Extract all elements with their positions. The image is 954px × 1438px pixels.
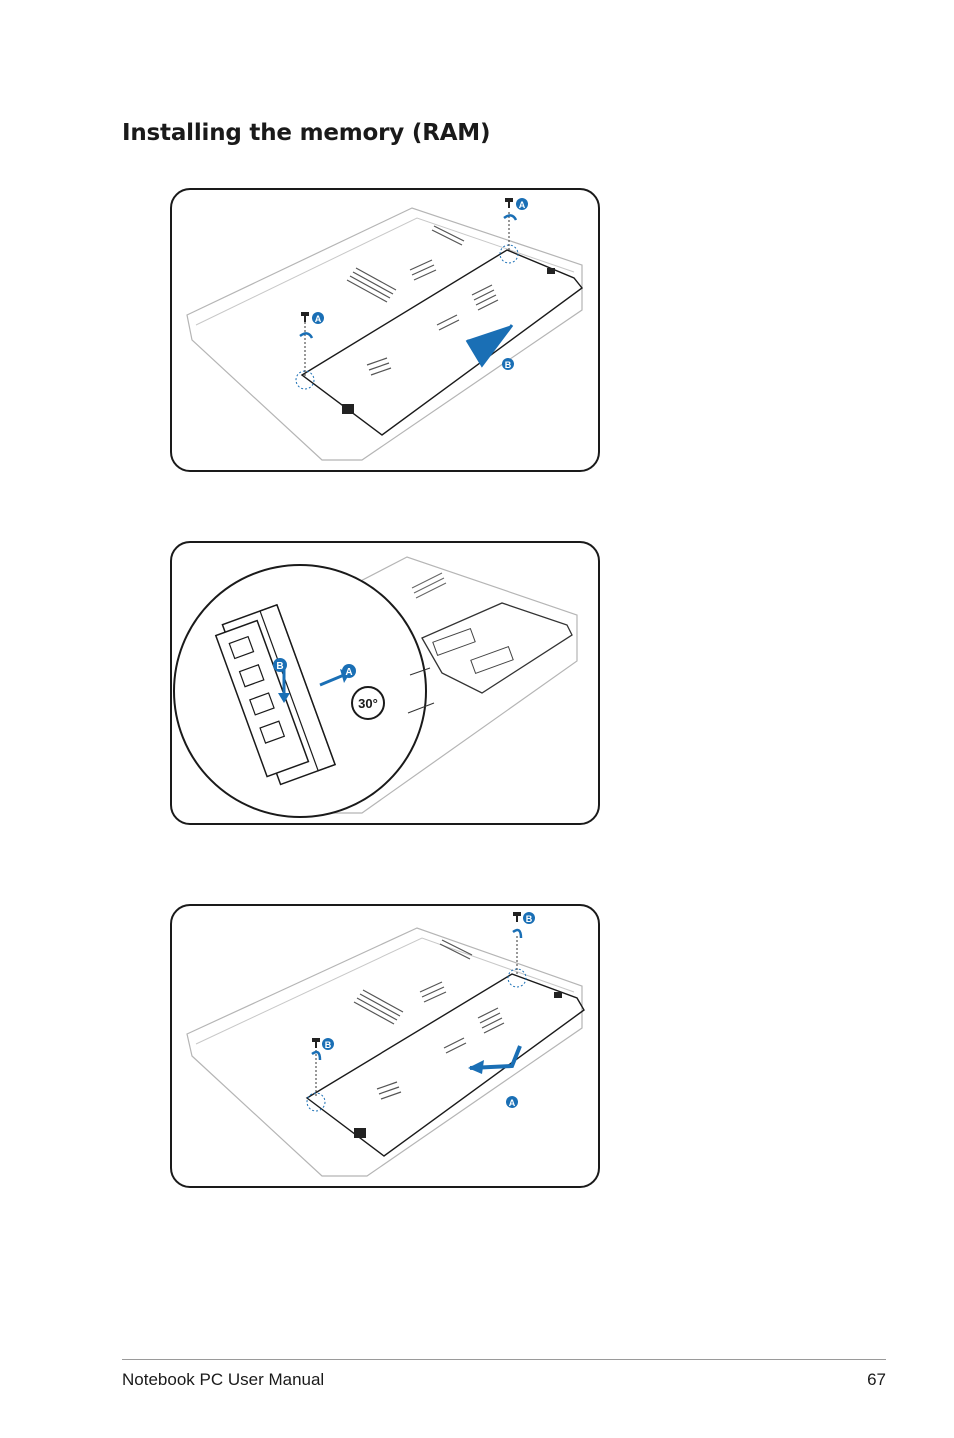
- svg-text:A: A: [519, 200, 526, 210]
- figure-remove-cover: A A B: [170, 188, 600, 472]
- footer-divider: [122, 1359, 886, 1360]
- laptop-bottom-illustration: B B A: [186, 912, 585, 1177]
- rotate-arrow-icon: [512, 928, 523, 939]
- svg-text:B: B: [505, 360, 512, 370]
- figure-insert-memory: B A 30°: [170, 541, 600, 825]
- memory-slot-illustration: B A 30°: [173, 556, 578, 818]
- screw-icon: [505, 198, 513, 208]
- rotate-arrow-icon: [299, 332, 314, 339]
- rotate-arrow-icon: [311, 1050, 322, 1061]
- marker-a: A: [506, 1096, 518, 1108]
- marker-a-left: A: [312, 312, 324, 324]
- screw-icon: [301, 312, 309, 322]
- marker-b: B: [273, 658, 287, 672]
- svg-text:A: A: [315, 314, 322, 324]
- svg-text:B: B: [526, 914, 533, 924]
- rotate-arrow-icon: [503, 214, 518, 221]
- page-number: 67: [867, 1370, 886, 1389]
- marker-a-top: A: [516, 198, 528, 210]
- page-title: Installing the memory (RAM): [122, 120, 491, 146]
- svg-text:30°: 30°: [358, 696, 378, 711]
- marker-a: A: [342, 664, 356, 678]
- screw-icon: [513, 912, 521, 922]
- angle-badge: 30°: [351, 686, 385, 720]
- svg-text:B: B: [276, 661, 283, 672]
- insert-arrow-icon: [319, 673, 345, 687]
- svg-text:A: A: [345, 667, 352, 678]
- marker-b-top: B: [523, 912, 535, 924]
- screw-icon: [312, 1038, 320, 1048]
- zoom-callout: [173, 564, 427, 818]
- svg-text:A: A: [509, 1098, 516, 1108]
- svg-text:B: B: [325, 1040, 332, 1050]
- laptop-bottom-illustration: A A B: [186, 198, 584, 461]
- slide-arrow-icon: [465, 324, 514, 368]
- footer-manual-title: Notebook PC User Manual: [122, 1370, 325, 1389]
- slide-arrow-icon: [469, 1045, 522, 1070]
- figure-replace-cover: B B A: [170, 904, 600, 1188]
- marker-b-left: B: [322, 1038, 334, 1050]
- marker-b: B: [502, 358, 514, 370]
